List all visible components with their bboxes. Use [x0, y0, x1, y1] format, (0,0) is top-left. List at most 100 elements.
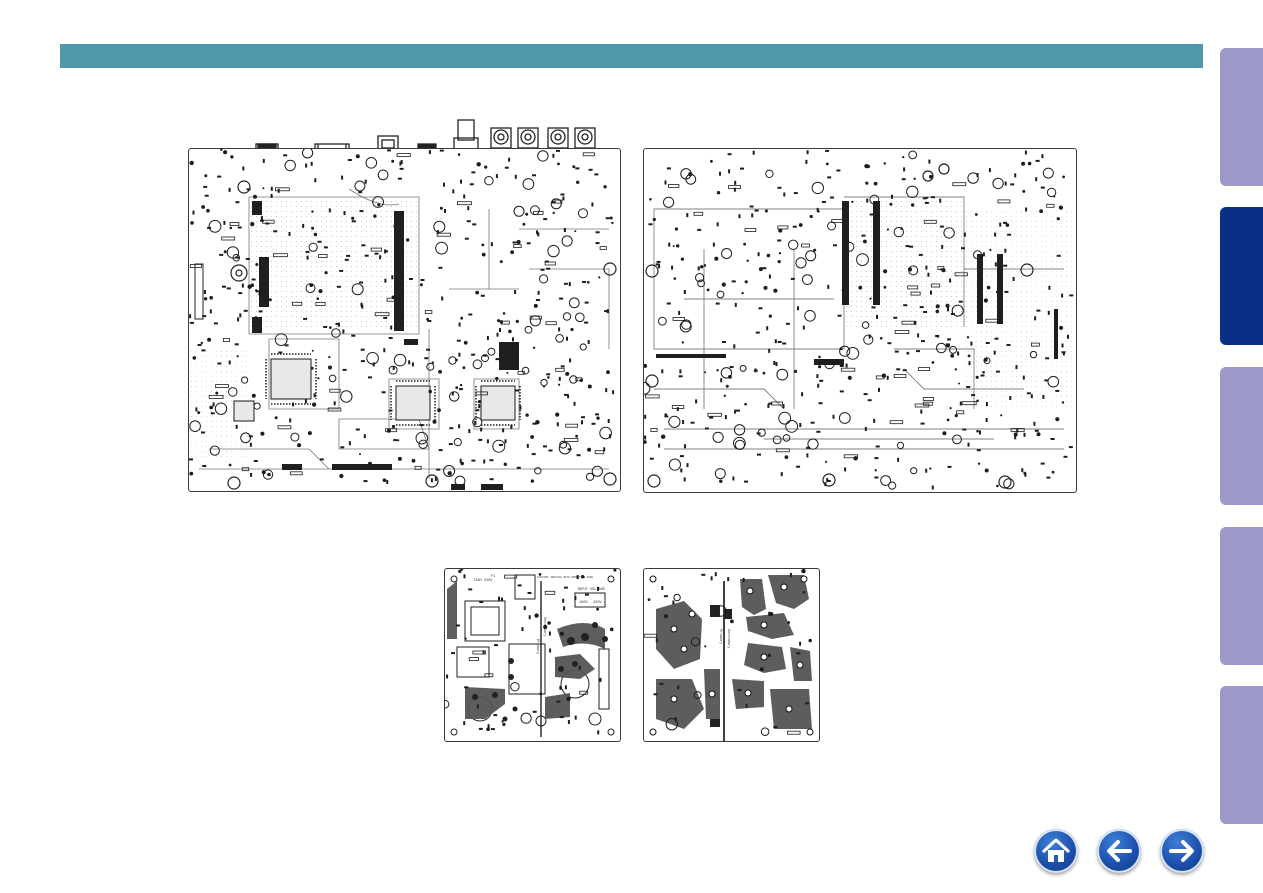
pcb-component: [783, 192, 786, 197]
power-board-top-view: INPUT VOLTAGE 100V 230V F1 T4AH 250V CAU…: [444, 568, 621, 742]
pcb-component: [613, 569, 617, 572]
pcb-component: [925, 468, 928, 473]
pcb-component: [258, 293, 263, 296]
pcb-component: [475, 409, 480, 412]
pcb-component: [290, 471, 303, 476]
pcb-component: [596, 607, 599, 611]
pcb-component: [501, 597, 503, 602]
pcb-component: [250, 472, 253, 477]
pcb-component: [931, 361, 935, 364]
pcb-component: [674, 717, 677, 722]
pcb-component: [532, 174, 536, 177]
pcb-component: [436, 230, 439, 235]
pcb-component: [333, 401, 336, 406]
pcb-component: [574, 230, 577, 233]
pcb-component: [342, 368, 347, 371]
pcb-component: [441, 296, 444, 301]
pcb-component: [918, 367, 931, 372]
pcb-component: [248, 435, 253, 438]
pcb-component: [574, 596, 577, 600]
pcb-component: [863, 393, 868, 396]
pcb-component: [767, 403, 770, 408]
pcb-component: [419, 283, 423, 287]
side-tab-5[interactable]: [1220, 686, 1263, 824]
pcb-component: [659, 682, 664, 685]
back-button[interactable]: [1097, 829, 1141, 873]
pcb-component: [756, 432, 761, 435]
pcb-component: [383, 316, 388, 319]
pcb-component: [666, 167, 671, 170]
pcb-component: [968, 361, 971, 366]
forward-button[interactable]: [1160, 829, 1204, 873]
pcb-component: [816, 430, 821, 433]
pcb-component: [328, 374, 337, 383]
bottom-primary-label: Primary: [718, 629, 723, 645]
pcb-component: [528, 615, 531, 620]
pcb-component: [766, 253, 771, 258]
pcb-component: [455, 624, 460, 627]
pcb-component: [945, 303, 950, 308]
pcb-component: [391, 295, 396, 300]
side-tab-4[interactable]: [1220, 527, 1263, 665]
pcb-component: [719, 479, 723, 483]
main-board-top-view: [188, 148, 621, 492]
pcb-component: [214, 402, 228, 415]
fuse-caution-label: CAUTION: REPLACE WITH SAME TYPE FUSE: [537, 576, 593, 579]
pcb-component: [411, 458, 416, 463]
pcb-component: [605, 388, 608, 393]
pcb-component: [530, 205, 540, 216]
pcb-component: [555, 367, 565, 372]
pcb-component: [956, 410, 965, 415]
pcb-component: [418, 439, 428, 449]
main-board-bottom-view: [643, 148, 1077, 493]
pcb-component: [606, 370, 610, 375]
side-tab-3[interactable]: [1220, 367, 1263, 505]
pcb-component: [522, 222, 526, 226]
pcb-component: [1051, 470, 1055, 474]
pcb-component: [1040, 462, 1045, 465]
pcb-component: [661, 434, 666, 439]
side-tab-2[interactable]: [1220, 207, 1263, 345]
pcb-component: [584, 301, 589, 304]
pcb-component: [189, 160, 194, 166]
pcb-component: [902, 156, 905, 159]
pcb-component: [253, 194, 257, 199]
pcb-component: [655, 638, 658, 643]
pcb-component: [947, 465, 952, 468]
pcb-component: [477, 400, 481, 404]
side-tab-1[interactable]: [1220, 48, 1263, 186]
pcb-component: [220, 149, 223, 151]
pcb-component: [245, 258, 250, 260]
pcb-component: [532, 422, 537, 425]
pcb-component: [339, 473, 344, 479]
pcb-component: [690, 637, 701, 647]
pcb-component: [680, 168, 692, 180]
pcb-component: [388, 337, 393, 339]
pcb-component: [1036, 309, 1041, 312]
pcb-component: [754, 209, 759, 212]
pcb-component: [728, 169, 731, 174]
pcb-component: [1016, 428, 1019, 433]
pcb-component: [599, 426, 612, 440]
pcb-component: [778, 228, 783, 233]
arrow-right-icon: [1169, 840, 1194, 862]
pcb-component: [489, 459, 494, 462]
pcb-component: [697, 266, 700, 271]
home-button[interactable]: [1034, 829, 1078, 873]
voltage-100v-label: 100V: [579, 601, 588, 605]
pcb-component: [262, 158, 265, 163]
pcb-component: [346, 254, 351, 257]
pcb-component: [683, 477, 686, 482]
pcb-component: [727, 153, 732, 156]
pcb-component: [922, 396, 934, 401]
pcb-component: [460, 316, 464, 320]
pcb-component: [913, 177, 916, 180]
pcb-component: [697, 279, 705, 288]
pcb-component: [603, 185, 607, 189]
pcb-component: [672, 245, 675, 248]
pcb-component: [595, 413, 599, 416]
pcb-component: [484, 673, 494, 678]
pcb-component: [323, 246, 328, 249]
pcb-component: [647, 598, 651, 601]
pcb-component: [891, 194, 893, 199]
